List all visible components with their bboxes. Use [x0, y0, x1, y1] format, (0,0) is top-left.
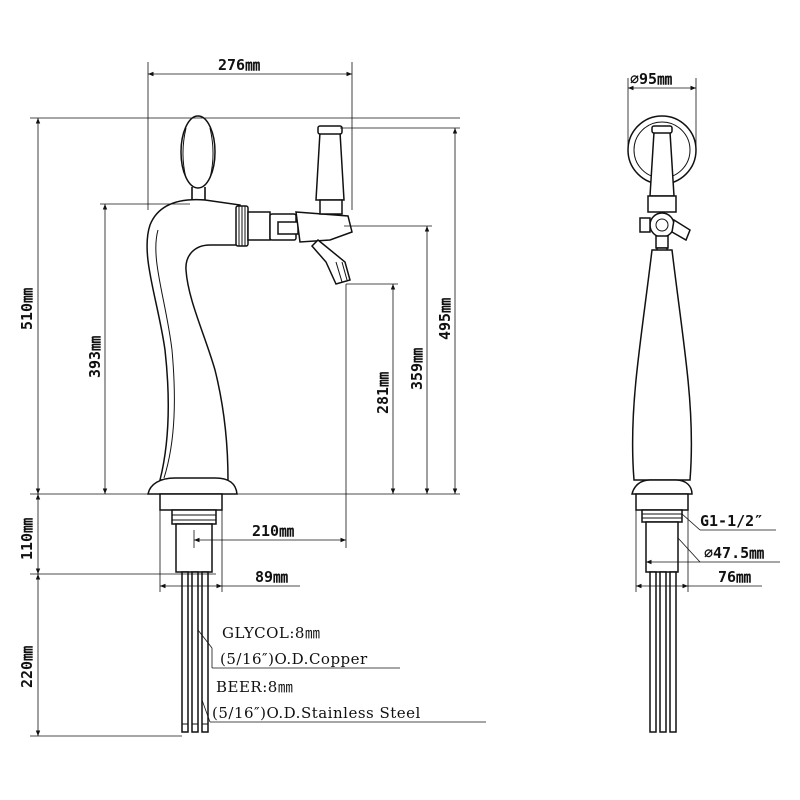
dim-359: 359㎜: [408, 348, 426, 390]
note-beer: BEER:8㎜: [216, 678, 293, 696]
dim-110: 110㎜: [18, 518, 36, 560]
side-base: [631, 479, 693, 573]
side-tubes: [649, 571, 677, 733]
dim-side-base: 76㎜: [718, 568, 751, 586]
note-glycol: GLYCOL:8㎜: [222, 624, 320, 642]
dim-head-diameter: ⌀95㎜: [630, 70, 672, 88]
base-flange: [147, 477, 238, 573]
dim-281: 281㎜: [374, 372, 392, 414]
side-body: [631, 249, 693, 481]
swan-neck-body: [146, 198, 241, 481]
head-circle: [627, 115, 697, 197]
knob-handle: [180, 115, 216, 201]
tube-notes: GLYCOL:8㎜ (5/16″)O.D.Copper BEER:8㎜ (5/1…: [197, 624, 486, 723]
front-view: 276㎜ 510㎜ 393㎜ 495㎜ 359㎜ 281㎜ 110㎜ 210㎜: [18, 56, 486, 737]
tap-handle: [315, 125, 345, 215]
faucet-head: [269, 211, 353, 285]
dim-210: 210㎜: [252, 522, 294, 540]
dim-shank-diameter: ⌀47.5㎜: [704, 544, 764, 562]
side-view: ⌀95㎜ G1-1/2″ ⌀47.5㎜ 76㎜: [627, 70, 780, 733]
note-beer-spec: (5/16″)O.D.Stainless Steel: [212, 704, 421, 722]
dim-495: 495㎜: [436, 298, 454, 340]
dim-total-height: 510㎜: [18, 288, 36, 330]
tubes: [181, 571, 209, 733]
dim-393: 393㎜: [86, 336, 104, 378]
dim-220: 220㎜: [18, 646, 36, 688]
dim-total-width: 276㎜: [218, 56, 260, 74]
note-glycol-spec: (5/16″)O.D.Copper: [220, 650, 368, 668]
coupling-rings: [235, 205, 271, 247]
dim-thread: G1-1/2″: [700, 512, 763, 530]
dim-89: 89㎜: [255, 568, 288, 586]
